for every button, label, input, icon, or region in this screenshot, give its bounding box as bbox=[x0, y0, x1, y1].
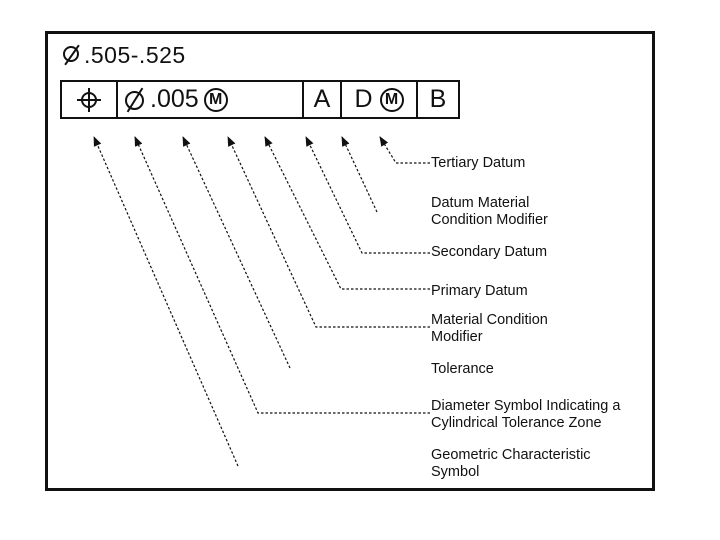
primary-datum-letter: A bbox=[313, 85, 331, 113]
label-geometric-characteristic-symbol: Geometric Characteristic Symbol bbox=[431, 447, 591, 480]
secondary-datum-cell: D M bbox=[342, 82, 418, 117]
leader-diameter-symbol bbox=[134, 136, 430, 414]
diagram-frame bbox=[45, 31, 655, 491]
diameter-icon bbox=[122, 87, 148, 113]
diameter-icon bbox=[62, 45, 82, 65]
mmc-modifier-icon: M bbox=[203, 87, 228, 112]
secondary-datum-letter: D bbox=[354, 85, 373, 113]
leader-tolerance bbox=[182, 136, 291, 369]
label-diameter-symbol: Diameter Symbol Indicating a Cylindrical… bbox=[431, 398, 621, 431]
tertiary-datum-letter: B bbox=[429, 85, 447, 113]
geometric-characteristic-cell bbox=[62, 82, 118, 117]
label-secondary-datum: Secondary Datum bbox=[431, 244, 548, 260]
size-dimension: .505-.525 bbox=[62, 42, 186, 69]
primary-datum-cell: A bbox=[304, 82, 342, 117]
feature-control-frame: .005 M A D M B bbox=[60, 80, 460, 119]
size-dimension-value: .505-.525 bbox=[84, 42, 186, 68]
label-material-condition-modifier: Material Condition Modifier bbox=[431, 312, 548, 345]
datum-mmc-modifier-icon: M bbox=[379, 87, 404, 112]
label-primary-datum: Primary Datum bbox=[431, 283, 528, 299]
position-icon bbox=[77, 87, 101, 112]
leader-geometric-characteristic bbox=[93, 136, 239, 467]
tolerance-cell: .005 M bbox=[118, 82, 304, 117]
label-tertiary-datum: Tertiary Datum bbox=[431, 155, 526, 171]
label-datum-material-condition-modifier: Datum Material Condition Modifier bbox=[431, 195, 548, 228]
leader-datum-material-condition-modifier bbox=[341, 136, 378, 213]
tolerance-value: .005 bbox=[150, 85, 199, 113]
leader-material-condition-modifier bbox=[227, 136, 430, 328]
tertiary-datum-cell: B bbox=[418, 82, 458, 117]
leader-primary-datum bbox=[264, 136, 430, 290]
leader-secondary-datum bbox=[305, 136, 430, 254]
label-tolerance: Tolerance bbox=[431, 361, 494, 377]
leader-tertiary-datum bbox=[379, 136, 430, 164]
